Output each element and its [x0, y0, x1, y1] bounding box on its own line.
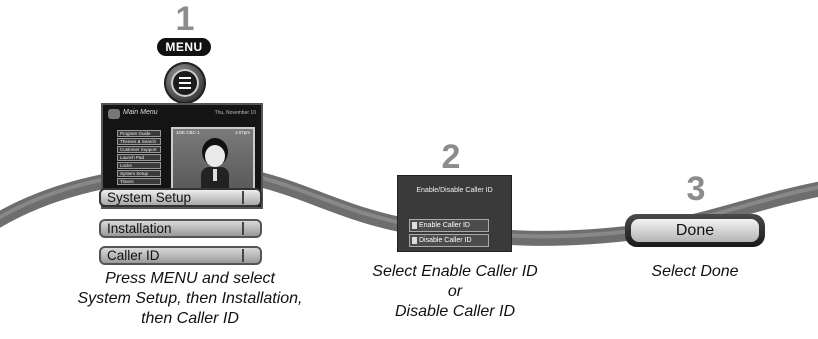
menu-path-caller-id[interactable]: Caller ID: [99, 246, 262, 265]
presenter-tie: [213, 169, 217, 181]
screen-menu-item: Themes & Search: [117, 138, 161, 145]
screen-menu-list: Program Guide Themes & Search Customer S…: [117, 130, 161, 186]
step-2-caption: Select Enable Caller ID or Disable Calle…: [372, 263, 538, 320]
option-marker-icon: [412, 222, 417, 229]
menu-label: MENU: [157, 38, 211, 56]
step-2-number: 2: [441, 138, 461, 176]
main-menu-screen: Main Menu Thu, November 10 Program Guide…: [101, 103, 263, 209]
screen-menu-item: Launch Pad: [117, 154, 161, 161]
menu-button-icon[interactable]: [164, 62, 206, 104]
screen-menu-item: System Setup: [117, 170, 161, 177]
step-3-number: 3: [686, 170, 706, 208]
presenter-head: [205, 145, 225, 167]
screen-date: Thu, November 10: [214, 110, 256, 116]
menu-path-label: System Setup: [107, 190, 192, 205]
dish-logo-icon: [108, 109, 120, 119]
disable-caller-id-option[interactable]: Disable Caller ID: [409, 234, 489, 247]
screen-menu-item: Timers: [117, 178, 161, 185]
preview-window: 1OE CBC-1 1:07pm: [171, 127, 255, 191]
done-button[interactable]: Done: [625, 214, 765, 247]
step-1-number: 1: [175, 0, 195, 38]
preview-time: 1:07pm: [234, 130, 250, 135]
menu-path-label: Caller ID: [107, 248, 160, 263]
step-1-caption: Press MENU and select System Setup, then…: [77, 270, 303, 327]
step-3-caption: Select Done: [651, 263, 739, 280]
preview-channel: 1OE CBC-1: [176, 130, 200, 135]
option-marker-icon: [412, 237, 417, 244]
enable-caller-id-option[interactable]: Enable Caller ID: [409, 219, 489, 232]
screen-menu-item: Locks: [117, 162, 161, 169]
screen-menu-item: Program Guide: [117, 130, 161, 137]
dialog-title: Enable/Disable Caller ID: [416, 187, 493, 194]
screen-menu-item: Customer Support: [117, 146, 161, 153]
menu-path-label: Installation: [107, 221, 172, 236]
caller-id-dialog: Enable/Disable Caller ID Enable Caller I…: [397, 175, 512, 252]
done-button-label: Done: [631, 219, 759, 242]
menu-path-installation[interactable]: Installation: [99, 219, 262, 238]
menu-path-system-setup[interactable]: System Setup: [99, 188, 262, 207]
screen-title: Main Menu: [123, 109, 158, 116]
